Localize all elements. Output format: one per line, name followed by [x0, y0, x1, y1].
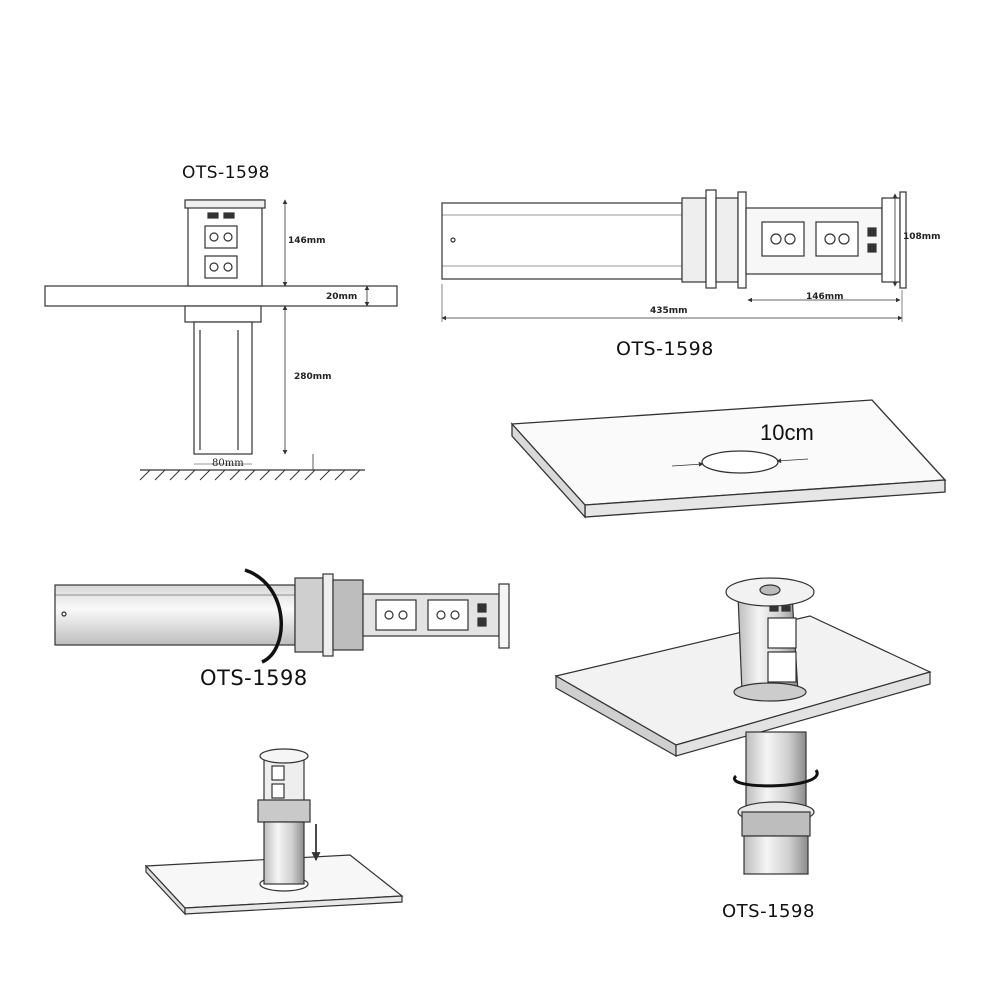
lower-tube: [193, 321, 253, 455]
horizontal-view: [441, 189, 907, 322]
tube-body: [441, 202, 683, 280]
mounting-collar: [184, 305, 262, 323]
dim-total-length: 435mm: [650, 306, 688, 316]
model-label-middle-left: OTS-1598: [200, 666, 308, 690]
universal-socket-icon: [204, 225, 238, 249]
side-elevation-view: [44, 199, 398, 481]
hole-size-label: 10cm: [760, 420, 814, 445]
threaded-collar: [294, 577, 324, 653]
usb-port-icon: [867, 227, 877, 237]
usb-port-icon: [477, 603, 487, 613]
universal-socket-icon: [271, 783, 285, 799]
dim-height-below: 280mm: [294, 372, 332, 382]
threaded-collar: [257, 799, 311, 823]
usb-port-icon: [781, 605, 791, 612]
lower-tube: [745, 731, 807, 813]
usb-port-icon: [223, 212, 235, 219]
dim-desk-thickness: 20mm: [326, 292, 358, 302]
dim-diameter: 80mm: [212, 458, 244, 469]
usb-port-icon: [867, 243, 877, 253]
model-label-top-right: OTS-1598: [616, 338, 714, 360]
universal-socket-icon: [761, 221, 805, 257]
universal-socket-icon: [427, 599, 469, 631]
universal-socket-icon: [767, 651, 797, 683]
insertion-view: [144, 748, 404, 916]
dim-head-length: 146mm: [806, 292, 844, 302]
dimension-arrow-icon: [776, 458, 809, 464]
usb-port-icon: [477, 617, 487, 627]
threaded-collar: [741, 811, 811, 837]
dim-head-height: 108mm: [903, 232, 941, 242]
cutout-hole: [701, 450, 779, 474]
dim-height-above: 146mm: [288, 236, 326, 246]
tube-body: [54, 584, 296, 646]
lower-tube: [263, 821, 305, 885]
universal-socket-icon: [204, 255, 238, 279]
model-label-bottom-right: OTS-1598: [722, 901, 815, 922]
rotation-arrow-icon: [244, 568, 283, 664]
threaded-collar: [681, 197, 707, 283]
rotation-arrow-icon: [732, 769, 819, 788]
universal-socket-icon: [767, 617, 797, 649]
installed-3d-view: [554, 577, 932, 875]
usb-port-icon: [769, 605, 779, 612]
usb-port-icon: [207, 212, 219, 219]
universal-socket-icon: [375, 599, 417, 631]
rotation-view: [54, 568, 510, 664]
model-label-top-left: OTS-1598: [182, 163, 270, 183]
universal-socket-icon: [271, 765, 285, 781]
desk-with-hole: [510, 399, 947, 519]
universal-socket-icon: [815, 221, 859, 257]
dimension-arrow-icon: [671, 461, 704, 467]
